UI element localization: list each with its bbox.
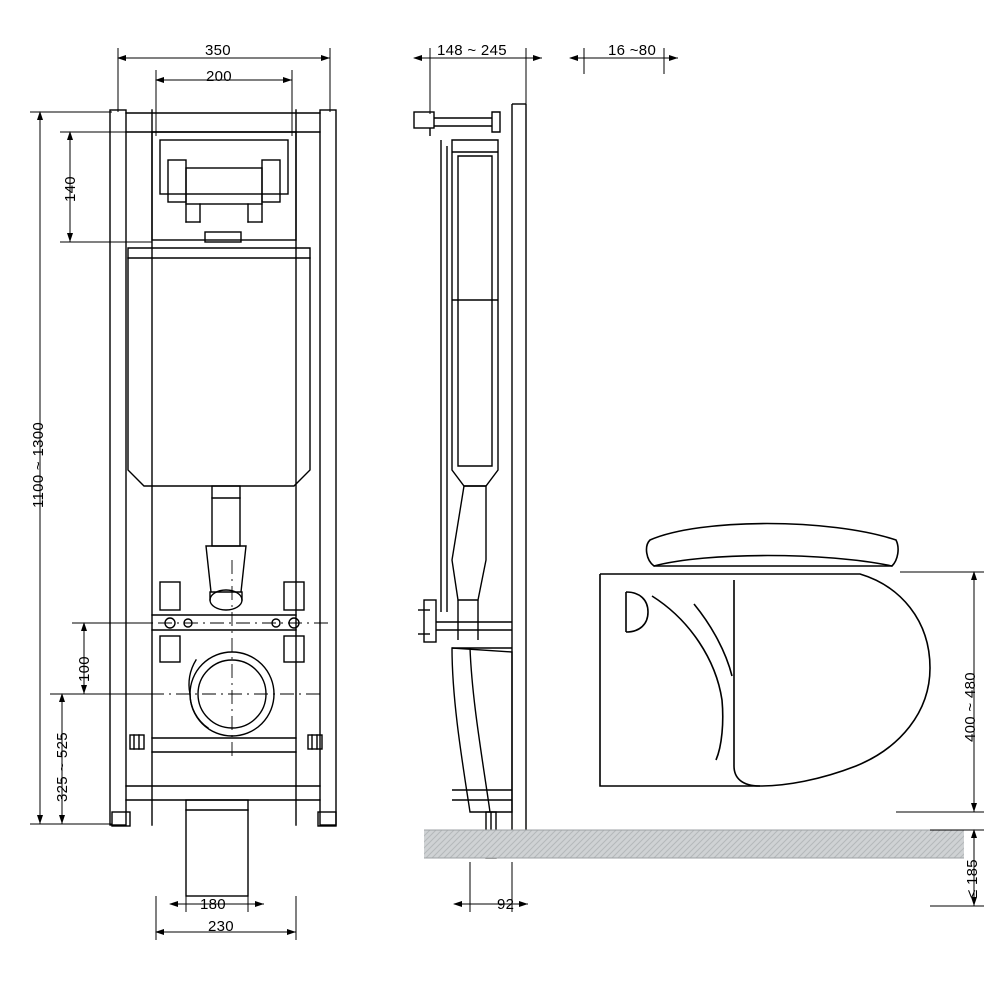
floor-screed-hatch [424,830,964,858]
dim-foot-width-outer: 230 [208,918,234,935]
dim-front-width-outer: 350 [205,42,231,59]
dim-bolt-height: 100 [76,656,93,682]
dim-frame-depth-range: 148 ~ 245 [437,42,507,59]
dim-wall-offset-range: 16 ~80 [608,42,657,59]
dim-seat-height-range: 325 ~ 525 [54,732,71,802]
dim-bowl-height-range: 400 ~ 480 [962,672,979,742]
dim-foot-width-inner: 180 [200,896,226,913]
dim-total-height-range: 1100 ~ 1300 [30,421,47,508]
dim-front-width-inner: 200 [206,68,232,85]
dim-base-depth: 92 [497,896,515,913]
dim-floor-build-up: ≤ 185 [964,859,981,898]
dim-flush-plate-height: 140 [62,176,79,202]
